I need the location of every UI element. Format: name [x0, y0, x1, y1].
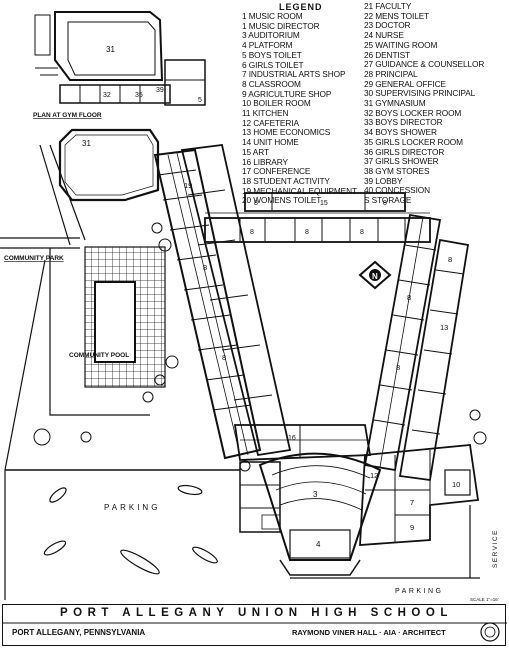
community-pool-label: COMMUNITY POOL	[69, 352, 129, 359]
legend-item: 27 GUIDANCE & COUNSELLOR	[364, 59, 485, 70]
north-arrow-label: N	[372, 272, 378, 281]
legend-item: 12 CAFETERIA	[242, 117, 299, 128]
legend-item: 11 KITCHEN	[242, 108, 289, 119]
north-room-d: 8	[250, 229, 254, 236]
legend-item: 13 HOME ECONOMICS	[242, 127, 331, 138]
parking-south-label: PARKING	[395, 588, 444, 595]
inset-room-c: 39	[156, 87, 164, 94]
legend-item: 7 INDUSTRIAL ARTS SHOP	[242, 69, 346, 80]
west-wing	[153, 144, 292, 460]
north-room-e: 8	[305, 229, 309, 236]
community-park-label: COMMUNITY PARK	[4, 255, 64, 262]
legend-item: 18 STUDENT ACTIVITY	[242, 175, 330, 186]
legend-item: 1 MUSIC DIRECTOR	[242, 20, 320, 31]
boiler-number: 10	[452, 480, 460, 489]
north-wing	[204, 192, 431, 243]
auditorium-number: 3	[313, 490, 318, 499]
legend-item: 34 BOYS SHOWER	[364, 127, 437, 138]
legend-item: 30 SUPERVISING PRINCIPAL	[364, 88, 476, 99]
legend-item: 14 UNIT HOME	[242, 137, 299, 148]
auditorium	[258, 452, 382, 576]
west-room-a: 8	[203, 263, 207, 272]
north-room-c: 8	[383, 200, 387, 207]
legend-item: 32 BOYS LOCKER ROOM	[364, 107, 462, 118]
legend-item: 8 CLASSROOM	[242, 78, 301, 89]
west-room-c: 8	[222, 353, 226, 362]
architect-credit: RAYMOND VINER HALL · AIA · ARCHITECT	[292, 628, 446, 637]
legend-item: 17 CONFERENCE	[242, 166, 311, 177]
legend-item: 21 FACULTY	[364, 1, 412, 11]
service-label: SERVICE	[492, 529, 499, 568]
north-room-15: 15	[320, 200, 328, 207]
legend-item: 36 GIRLS DIRECTOR	[364, 146, 445, 157]
inset-room-d: 5	[198, 97, 202, 104]
inset-title: PLAN AT GYM FLOOR	[33, 112, 102, 119]
legend-title: LEGEND	[279, 2, 323, 12]
legend-item: 26 DENTIST	[364, 49, 411, 60]
legend-item: 23 DOCTOR	[364, 20, 411, 31]
legend-item: 1 MUSIC ROOM	[242, 11, 303, 21]
legend-item: 40 CONCESSION	[364, 185, 431, 196]
legend-item: 37 GIRLS SHOWER	[364, 156, 439, 167]
legend-item: 28 PRINCIPAL	[364, 68, 418, 79]
platform-number: 4	[316, 540, 321, 549]
legend-item: 16 LIBRARY	[242, 156, 288, 167]
park-roads	[0, 144, 240, 471]
legend-item: 6 GIRLS TOILET	[242, 59, 304, 70]
inset-room-a: 32	[103, 92, 111, 99]
scale-label: SCALE 1"=16'	[470, 597, 499, 602]
lobby-block	[239, 461, 281, 533]
trees	[33, 222, 487, 472]
legend-item: 20 WOMENS TOILET	[242, 195, 322, 206]
legend-item: 38 GYM STORES	[364, 165, 430, 176]
legend-item: 24 NURSE	[364, 30, 404, 41]
cafeteria-number: 12	[370, 471, 378, 480]
legend-item: 9 AGRICULTURE SHOP	[242, 88, 332, 99]
north-room-f: 8	[360, 229, 364, 236]
legend-item: 29 GENERAL OFFICE	[364, 78, 446, 89]
legend-item: 25 WAITING ROOM	[364, 39, 438, 50]
east-room-c: 8	[407, 293, 411, 302]
legend-item: 15 ART	[242, 146, 269, 157]
west-room-19: 19	[184, 181, 192, 190]
shop-a-number: 7	[410, 498, 414, 507]
east-wing	[363, 213, 470, 482]
legend-item: 39 LOBBY	[364, 175, 403, 186]
legend-item: S STORAGE	[364, 195, 412, 206]
community-pool	[84, 246, 166, 388]
legend-item: 4 PLATFORM	[242, 40, 293, 51]
legend-item: 5 BOYS TOILET	[242, 49, 302, 60]
east-room-a: 8	[448, 255, 452, 264]
library-number: 16	[288, 435, 296, 442]
east-room-13: 13	[440, 323, 448, 332]
east-room-d: 8	[396, 363, 400, 372]
legend-item: 19 MECHANICAL EQUIPMENT	[242, 185, 357, 196]
legend-item: 33 BOYS DIRECTOR	[364, 117, 443, 128]
legend-item: 22 MENS TOILET	[364, 10, 430, 21]
gym-number: 31	[82, 139, 91, 148]
inset-room-b: 35	[135, 92, 143, 99]
shop-b-number: 9	[410, 523, 414, 532]
school-title: PORT ALLEGANY UNION HIGH SCHOOL	[60, 607, 453, 619]
north-arrow-icon	[358, 260, 392, 290]
legend-item: 31 GYMNASIUM	[364, 98, 426, 109]
inset-plan	[34, 11, 206, 106]
service-block	[359, 444, 480, 546]
north-room-a: 8	[254, 200, 258, 207]
title-block	[2, 604, 506, 646]
inset-gym-number: 31	[106, 45, 115, 54]
parking-area	[4, 470, 480, 600]
school-location: PORT ALLEGANY, PENNSYLVANIA	[12, 628, 146, 637]
legend-item: 35 GIRLS LOCKER ROOM	[364, 136, 463, 147]
legend-item: 10 BOILER ROOM	[242, 98, 311, 109]
legend-item: 3 AUDITORIUM	[242, 30, 300, 41]
parking-west-label: PARKING	[104, 503, 160, 512]
gymnasium	[58, 128, 160, 202]
